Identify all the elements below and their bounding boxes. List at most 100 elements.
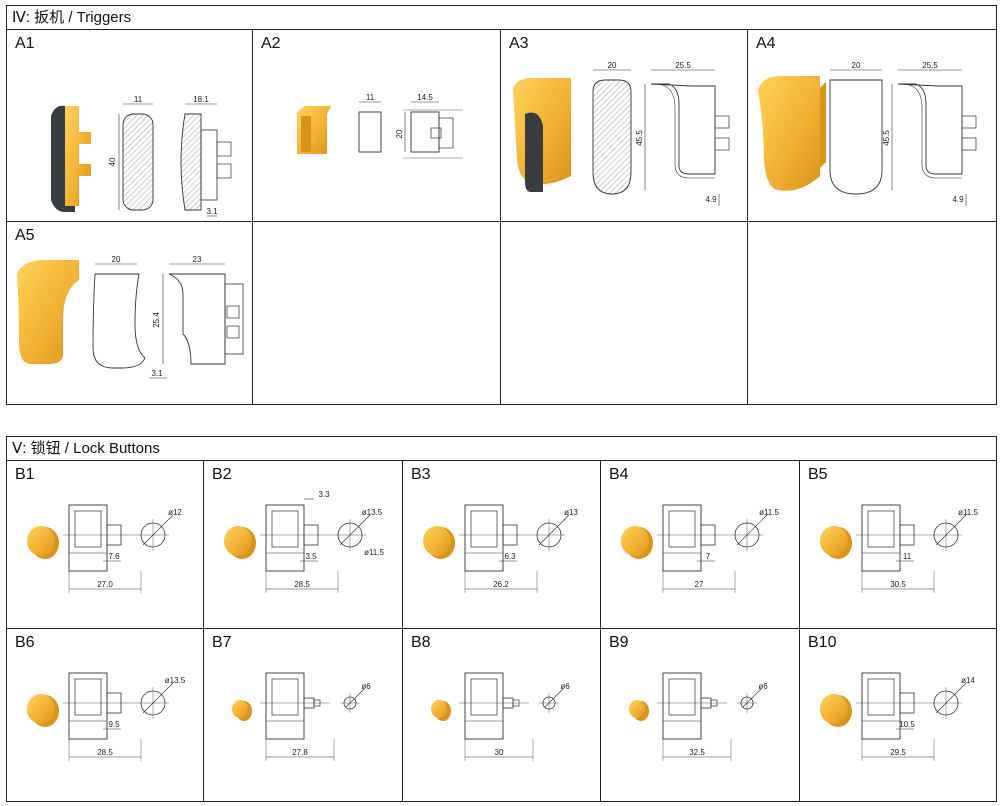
lock-button-image (224, 526, 252, 556)
item-label: B10 (808, 634, 837, 651)
trigger-image (65, 106, 91, 206)
drawing: ø11.5 7 27 (621, 504, 779, 593)
lock-button-image (820, 526, 848, 556)
item-label: B2 (212, 466, 232, 483)
trigger-cross-section (122, 113, 154, 211)
dimension-label: 27 (695, 580, 704, 589)
lock-button-cell-b5: B5 ø11.5 11 30.5 (800, 461, 996, 629)
dimension-label: ø13.5 (165, 676, 186, 685)
item-label: A1 (15, 35, 35, 52)
dimension-label: 32.5 (689, 748, 705, 757)
dimension-label: 14.5 (417, 93, 433, 102)
lock-button-image (621, 526, 649, 556)
drawing: ø11.5 11 30.5 (820, 504, 978, 593)
dimension-label: 20 (852, 61, 861, 70)
dimension-label: 28.5 (97, 748, 113, 757)
item-label: A5 (15, 227, 35, 244)
trigger-cell-a5: A5 20 23 25.4 3.1 (7, 222, 253, 404)
drawing: 20 25.5 45.5 4.9 (513, 61, 730, 206)
trigger-profile-view (650, 83, 716, 175)
lock-button-image (232, 700, 248, 718)
drawing: ø13 6.3 26.2 (423, 504, 578, 593)
dimension-label: ø12 (168, 508, 182, 517)
dimension-label: 23 (193, 255, 202, 264)
trigger-cross-section (592, 79, 632, 195)
dimension-label: 30.5 (890, 580, 906, 589)
dimension-label: 28.5 (294, 580, 310, 589)
item-label: B7 (212, 634, 232, 651)
drawing: 20 23 25.4 3.1 (17, 255, 244, 379)
trigger-profile-view (180, 113, 202, 211)
dimension-label: 25.4 (152, 312, 161, 328)
lock-button-image (27, 526, 55, 556)
dimension-label: 10.5 (899, 720, 915, 729)
dimension-label: 11 (903, 552, 912, 561)
dimension-label: 6.3 (504, 552, 516, 561)
lock-button-cell-b4: B4 ø11.5 7 27 (601, 461, 800, 629)
dimension-label: 20 (608, 61, 617, 70)
dimension-label: 18.1 (193, 95, 209, 104)
triggers-section-title: Ⅳ: 扳机 / Triggers (7, 6, 996, 30)
empty-cell (748, 222, 996, 404)
dimension-label: 4.9 (952, 195, 964, 204)
drawing: 11 14.5 20 (297, 93, 463, 159)
lock-button-image (431, 700, 447, 718)
dimension-label: ø14 (961, 676, 975, 685)
item-label: B8 (411, 634, 431, 651)
drawing: ø13.5 9.5 28.5 (27, 672, 186, 761)
dimension-label: 25.5 (922, 61, 938, 70)
item-label: B5 (808, 466, 828, 483)
trigger-profile-view (897, 83, 963, 175)
item-label: B4 (609, 466, 629, 483)
dimension-label: 7 (706, 552, 711, 561)
trigger-front-view (358, 111, 382, 153)
dimension-label: 30 (495, 748, 504, 757)
lock-button-image (629, 700, 645, 718)
drawing: ø6 30 (431, 672, 570, 761)
trigger-profile-view (168, 273, 226, 365)
dimension-label: 45.5 (635, 130, 644, 146)
dimension-label: 3.1 (206, 207, 218, 216)
dimension-label: 20 (112, 255, 121, 264)
dimension-label: 25.5 (675, 61, 691, 70)
trigger-front-view (92, 273, 146, 369)
dimension-label: 20 (395, 129, 404, 138)
dimension-label: ø11.5 (364, 548, 384, 557)
dimension-label: 7.6 (108, 552, 120, 561)
lock-button-cell-b7: B7 ø6 27.8 (204, 629, 403, 801)
dimension-label: 11 (366, 93, 375, 102)
dimension-label: ø13 (564, 508, 578, 517)
trigger-image (525, 112, 543, 192)
dimension-label: 26.2 (493, 580, 509, 589)
dimension-label: 27.8 (292, 748, 308, 757)
lock-button-image (423, 526, 451, 556)
dimension-label: ø13.5 (362, 508, 383, 517)
dimension-label: ø6 (560, 682, 570, 691)
item-label: A2 (261, 35, 281, 52)
dimension-label: ø11.5 (759, 508, 779, 517)
trigger-image (758, 76, 820, 191)
dimension-label: ø6 (361, 682, 371, 691)
dimension-label: 9.5 (108, 720, 120, 729)
dimension-label: 3.1 (151, 369, 163, 378)
item-label: B9 (609, 634, 629, 651)
dimension-label: 4.9 (705, 195, 717, 204)
lock-button-image (27, 694, 55, 724)
trigger-cell-a2: A2 11 14.5 20 (253, 30, 501, 222)
dimension-label: ø11.5 (958, 508, 978, 517)
